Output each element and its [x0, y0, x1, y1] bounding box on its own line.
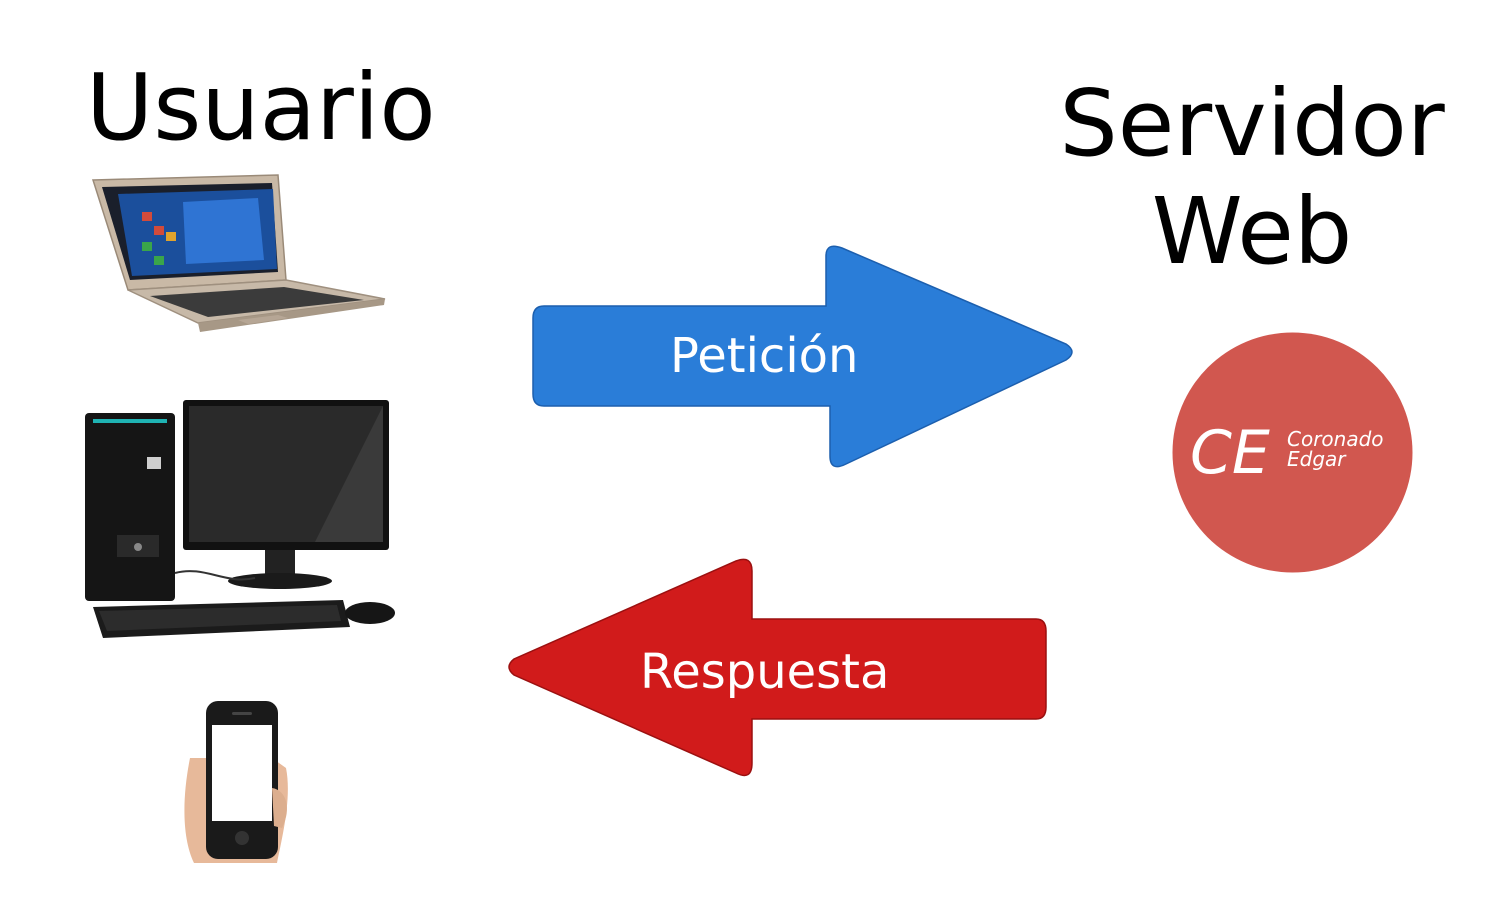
logo-name: Coronado Edgar [1287, 429, 1384, 469]
laptop-icon [91, 174, 386, 332]
user-title: Usuario [86, 54, 436, 161]
request-label: Petición [670, 328, 859, 384]
request-arrow [532, 245, 1073, 468]
coronado-edgar-logo [1172, 332, 1413, 573]
smartphone-icon [184, 701, 288, 863]
logo-name-line1: Coronado [1287, 427, 1384, 451]
response-label: Respuesta [640, 644, 890, 700]
response-arrow [508, 558, 1047, 777]
logo-name-line2: Edgar [1287, 447, 1346, 471]
server-title-line2: Web [1151, 178, 1353, 285]
server-title-line1: Servidor [1059, 70, 1445, 177]
logo-initials: CE [1190, 418, 1270, 488]
server-title: Servidor Web [1052, 70, 1452, 286]
desktop-computer-icon [85, 400, 395, 638]
